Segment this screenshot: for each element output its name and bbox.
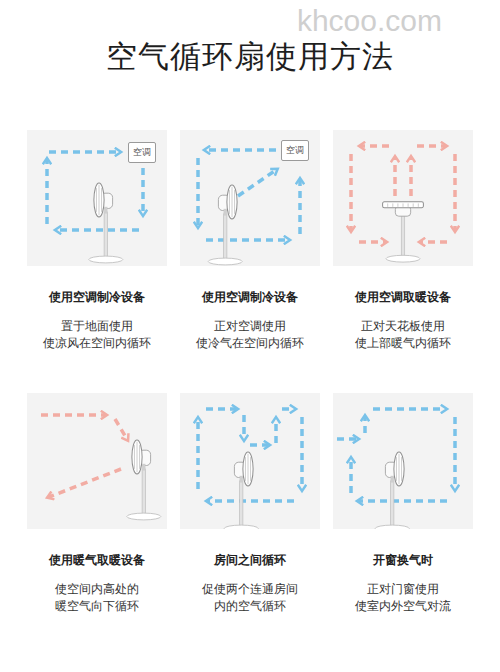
title: 空气循环扇使用方法 [0, 36, 500, 78]
panel-description: 正对门窗使用 使室内外空气对流 [337, 581, 469, 615]
illustration-ground: 空调 [180, 130, 320, 266]
illustration-ground [333, 393, 473, 529]
panel-description: 使空间内高处的 暖空气向下循环 [31, 581, 163, 615]
usage-panel: 空调使用空调制冷设备正对空调使用 使冷气在空间内循环 [180, 130, 320, 352]
usage-panel: 空调使用空调制冷设备置于地面使用 使凉风在空间内循环 [27, 130, 167, 352]
fan-illustration [180, 393, 320, 529]
usage-panel: 使用暖气取暖设备使空间内高处的 暖空气向下循环 [27, 393, 167, 615]
panel-description: 正对天花板使用 使上部暖气内循环 [337, 318, 469, 352]
air-conditioner-box: 空调 [128, 142, 156, 163]
illustration-ground [333, 130, 473, 266]
panel-heading: 开窗换气时 [333, 552, 473, 569]
panel-description: 置于地面使用 使凉风在空间内循环 [31, 318, 163, 352]
usage-panel: 房间之间循环促使两个连通房间 内的空气循环 [180, 393, 320, 615]
watermark: khcoo.com [297, 4, 442, 38]
device-label: 空调 [286, 144, 304, 157]
illustration-ground: 空调 [27, 130, 167, 266]
air-conditioner-box: 空调 [281, 140, 309, 161]
panel-heading: 房间之间循环 [180, 552, 320, 569]
panel-description: 正对空调使用 使冷气在空间内循环 [184, 318, 316, 352]
usage-panel: 开窗换气时正对门窗使用 使室内外空气对流 [333, 393, 473, 615]
illustration-ground [180, 393, 320, 529]
panel-heading: 使用空调制冷设备 [27, 289, 167, 306]
panel-heading: 使用暖气取暖设备 [27, 552, 167, 569]
panel-description: 促使两个连通房间 内的空气循环 [184, 581, 316, 615]
usage-panel: 使用空调取暖设备正对天花板使用 使上部暖气内循环 [333, 130, 473, 352]
panel-heading: 使用空调取暖设备 [333, 289, 473, 306]
fan-illustration [333, 130, 473, 266]
fan-illustration [333, 393, 473, 529]
panel-heading: 使用空调制冷设备 [180, 289, 320, 306]
device-label: 空调 [133, 146, 151, 159]
fan-illustration [27, 393, 167, 529]
illustration-ground [27, 393, 167, 529]
